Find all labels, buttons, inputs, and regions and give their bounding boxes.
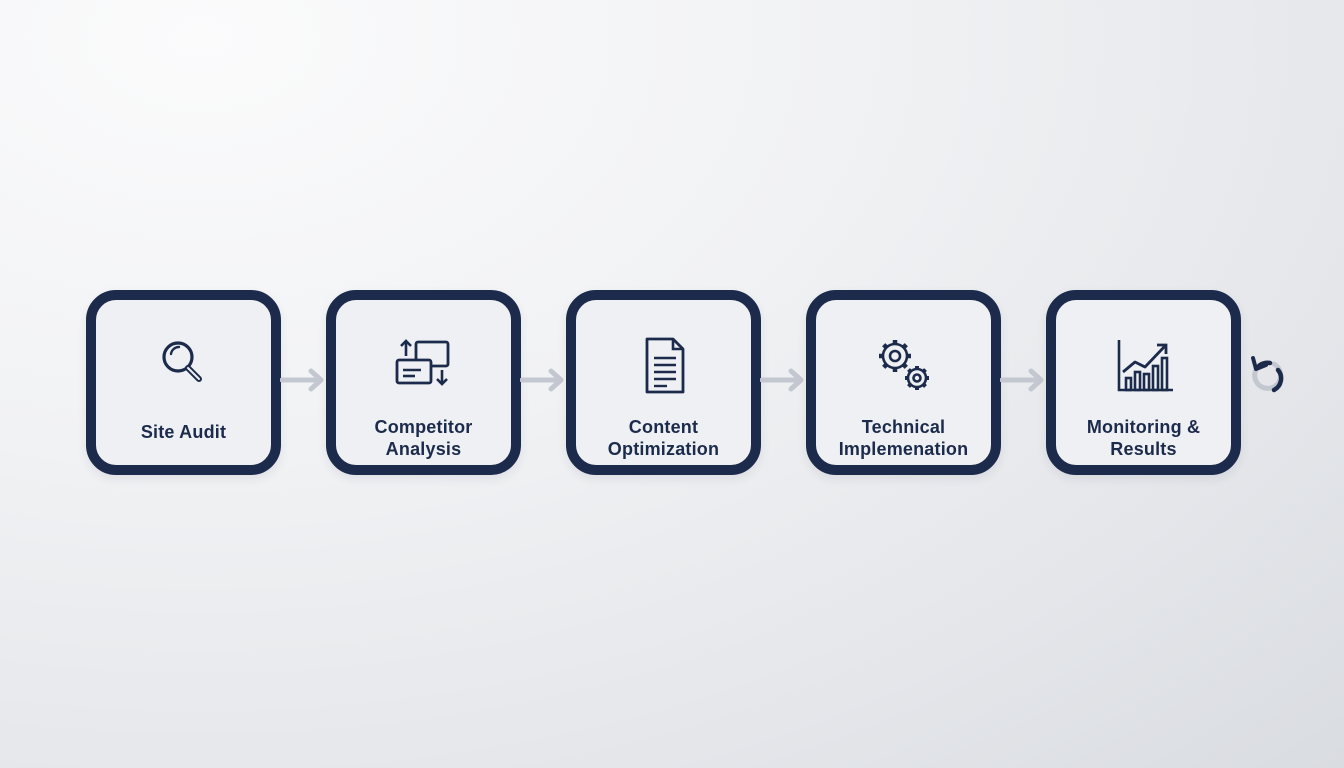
step-site-audit: Site Audit: [86, 290, 281, 475]
step-label: Content Optimization: [607, 417, 720, 459]
magnifier-icon: [149, 334, 219, 400]
cycle-arrow-icon: [1244, 354, 1288, 398]
compare-icon: [389, 334, 459, 400]
step-label: Competitor Analysis: [374, 417, 473, 459]
gears-icon: [869, 334, 939, 400]
arrow-right-icon: [520, 367, 566, 393]
step-label: Site Audit: [140, 422, 227, 442]
growth-chart-icon: [1109, 334, 1179, 400]
step-label: Monitoring & Results: [1086, 417, 1201, 459]
arrow-right-icon: [280, 367, 326, 393]
step-label: Technical Implemenation: [838, 417, 969, 459]
step-content-optimization: Content Optimization: [566, 290, 761, 475]
step-technical-implementation: Technical Implemenation: [806, 290, 1001, 475]
arrow-right-icon: [760, 367, 806, 393]
document-icon: [629, 334, 699, 400]
arrow-right-icon: [1000, 367, 1046, 393]
step-competitor-analysis: Competitor Analysis: [326, 290, 521, 475]
step-monitoring-results: Monitoring & Results: [1046, 290, 1241, 475]
